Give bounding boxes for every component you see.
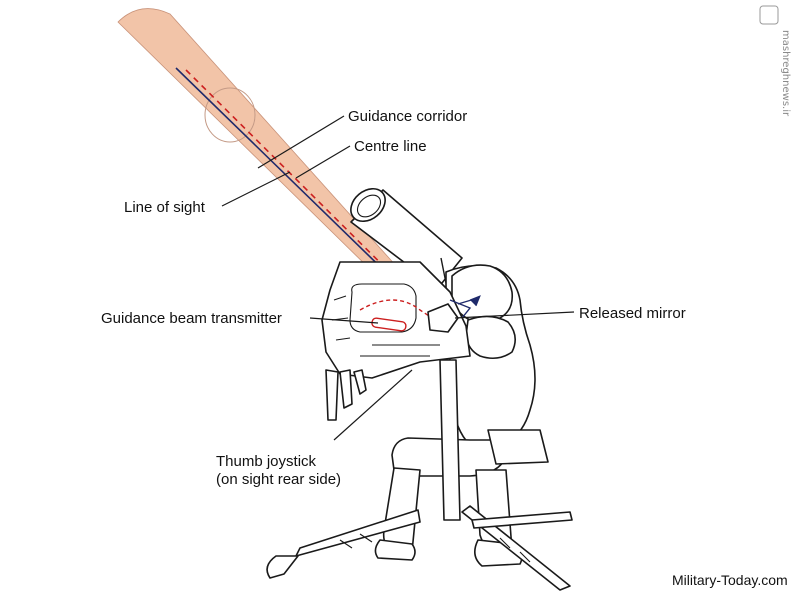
label-thumb-joystick-note: (on sight rear side) (216, 471, 341, 488)
watermark-logo (759, 5, 779, 25)
corridor-cross-section (204, 87, 256, 143)
tripod-stand (266, 359, 573, 591)
leader-guidance-corridor (257, 115, 345, 169)
leader-line-of-sight (221, 171, 291, 207)
watermark-text: mashreghnews.ir (780, 30, 791, 117)
label-guidance-corridor: Guidance corridor (348, 108, 467, 125)
label-thumb-joystick: Thumb joystick (216, 453, 317, 470)
label-released-mirror: Released mirror (579, 305, 686, 322)
leader-released-mirror (454, 311, 575, 319)
leader-centre-line (295, 145, 351, 179)
label-centre-line: Centre line (354, 138, 427, 155)
sight-unit (321, 261, 481, 421)
leader-thumb-joystick (333, 369, 413, 441)
leader-beam-transmitter (309, 317, 379, 324)
credit-text: Military-Today.com (672, 572, 788, 588)
label-line-of-sight: Line of sight (124, 199, 206, 216)
antenna (440, 257, 447, 284)
label-guidance-beam-transmitter: Guidance beam transmitter (101, 310, 282, 327)
